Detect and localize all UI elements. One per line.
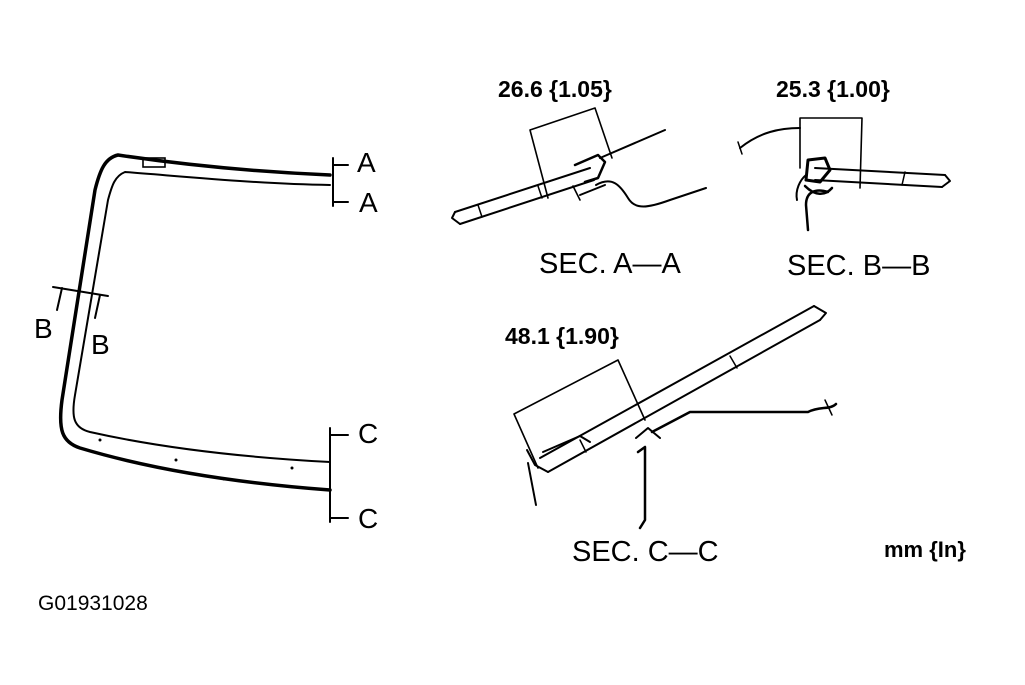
section-a-dimension: 26.6 {1.05} (498, 76, 612, 102)
cut-line-b (52, 286, 109, 319)
cut-label-c-top: C (358, 418, 378, 449)
cut-label-b-left: B (34, 313, 53, 344)
cut-label-a-top: A (357, 147, 376, 178)
figure-id: G01931028 (38, 592, 148, 615)
section-b-dimension: 25.3 {1.00} (776, 76, 890, 102)
section-c-dimension: 48.1 {1.90} (505, 323, 619, 349)
cut-label-b-right: B (91, 329, 110, 360)
molding-clip (142, 157, 166, 168)
section-b-drawing (737, 117, 951, 232)
section-c-title: SEC. C—C (572, 536, 719, 568)
cut-label-c-bottom: C (358, 503, 378, 534)
section-a-drawing (451, 107, 707, 225)
unit-note: mm {In} (884, 537, 966, 562)
cut-line-c (329, 427, 349, 523)
cut-line-a (332, 157, 349, 207)
windshield-glass-outline (58, 153, 332, 492)
section-b-title: SEC. B—B (787, 250, 930, 282)
section-a-title: SEC. A—A (539, 248, 681, 280)
cut-label-a-bottom: A (359, 187, 378, 218)
section-c-drawing (513, 305, 838, 530)
